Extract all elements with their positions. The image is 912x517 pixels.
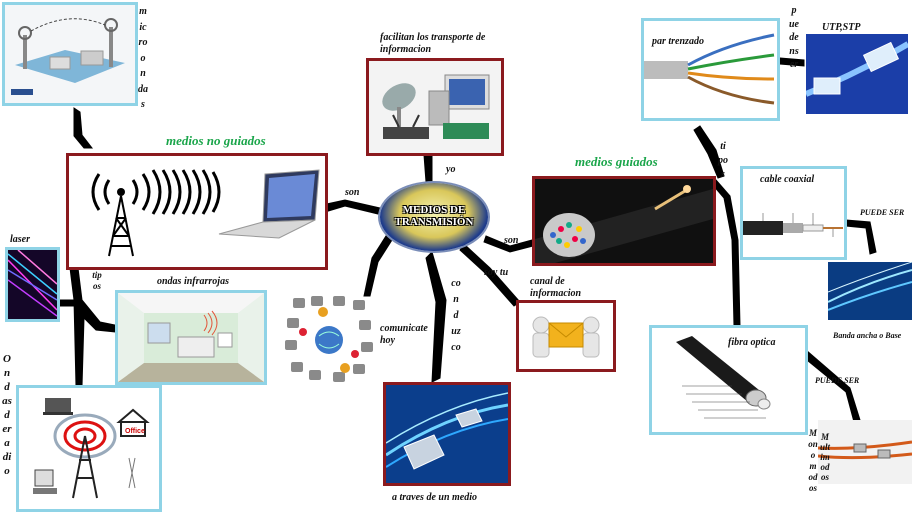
medios-de-transmision-node: MEDIOS DE TRANSMISIÓN — [380, 183, 488, 251]
medios-no-guiados-title: medios no guiados — [166, 133, 266, 148]
a-traves-label: a traves de un medio — [392, 492, 477, 503]
fibra-optica-frame — [649, 325, 808, 435]
envelope-figures-illustration — [519, 303, 613, 369]
banda-ancha-label: Banda ancha o Base — [833, 331, 902, 340]
infrarrojas-image-frame — [115, 290, 267, 385]
cable-coaxial-label: cable coaxial — [760, 174, 815, 185]
facilitan-label: facilitan los transporte de informacion — [380, 32, 486, 55]
medios-no-guiados-frame — [66, 153, 328, 270]
banda-ancha-image — [828, 262, 912, 320]
a-traves-image-frame — [383, 382, 511, 486]
par-trenzado-frame — [641, 18, 780, 121]
puede-ser-1-label: PUEDE SER — [860, 208, 905, 217]
comunicate-hoy-label: comunicate hoy — [380, 323, 428, 346]
conduzco-label: conduzco — [451, 278, 461, 353]
radio-image-frame: Office — [16, 385, 162, 512]
infrared-room-illustration — [118, 293, 264, 382]
microwave-towers-illustration — [5, 5, 135, 103]
ondas-infrarrojas-label: ondas infrarrojas — [157, 276, 229, 287]
tipos-left-label: tipos — [92, 270, 102, 291]
radio-tower-illustration: Office — [19, 388, 159, 509]
soy-tu-label: soy tu — [484, 267, 509, 278]
utp-stp-label: UTP,STP — [822, 22, 861, 33]
data-stream-illustration — [386, 385, 508, 483]
office-label: Office — [125, 428, 145, 435]
medios-guiados-frame — [532, 176, 716, 266]
laser-label: laser — [10, 234, 30, 245]
puede-ser-2-label: PUEDE SER — [815, 376, 860, 385]
cable-bundle-illustration — [535, 179, 713, 263]
center-title: MEDIOS DE TRANSMISIÓN — [394, 204, 474, 228]
antenna-laptop-illustration — [91, 169, 320, 257]
monomodos-multimodos-image — [818, 420, 912, 484]
comm-icons-illustration — [285, 296, 373, 382]
fibra-optica-label: fibra optica — [728, 337, 776, 348]
pueden-ser-label: puedenser — [789, 5, 799, 70]
microondas-label: microondas — [138, 6, 148, 110]
fiber-connectors-illustration — [818, 420, 912, 484]
cable-coaxial-frame — [740, 166, 847, 260]
coaxial-cable-illustration — [743, 169, 844, 257]
microondas-image-frame — [2, 2, 138, 106]
monomodos-label: Monomodos — [808, 428, 818, 493]
fiber-optic-illustration — [652, 328, 805, 432]
medios-guiados-title: medios guiados — [575, 154, 658, 169]
fiber-light-illustration — [828, 262, 912, 320]
ondas-de-radio-label: Ondasderadio — [2, 353, 12, 477]
canal-de-informacion-label: canal de informacion — [530, 276, 582, 299]
par-trenzado-label: par trenzado — [652, 36, 704, 47]
utp-stp-image — [806, 34, 908, 114]
laser-beams-illustration — [8, 250, 57, 319]
rj45-connector-illustration — [806, 34, 908, 114]
laser-image-frame — [5, 247, 60, 322]
communication-icons-cluster — [283, 292, 375, 386]
multimodos-label: Multimodos — [820, 432, 831, 482]
canal-image-frame — [516, 300, 616, 372]
twisted-pair-illustration — [644, 21, 777, 118]
son-right-label: son — [504, 235, 519, 246]
facilitan-image-frame — [366, 58, 504, 156]
tipos-right-label: tipos — [718, 141, 728, 180]
devices-illustration — [369, 61, 501, 153]
son-left-label: son — [345, 187, 360, 198]
yo-label: yo — [446, 164, 456, 175]
